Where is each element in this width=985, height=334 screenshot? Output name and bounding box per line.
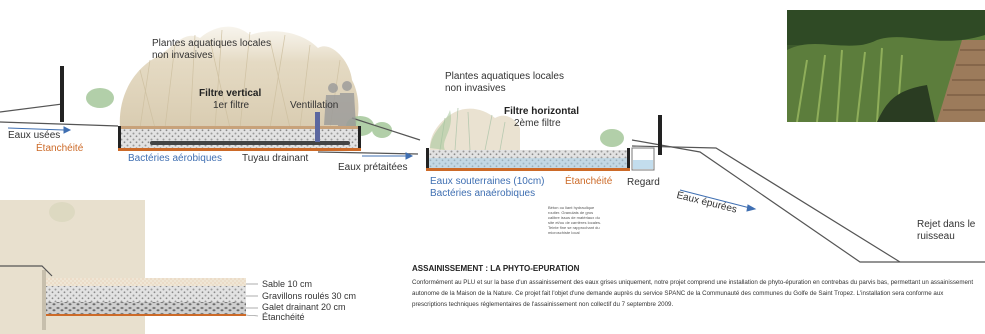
reed-mass-vertical-filter: [119, 26, 359, 129]
text-block-title: ASSAINISSEMENT : LA PHYTO-EPURATION: [412, 264, 580, 273]
people-silhouette: [324, 81, 356, 126]
vertical-filter-subtitle: 1er filtre: [213, 100, 250, 111]
etancheite-label-right: Étanchéité: [565, 176, 613, 187]
bacteries-aerobiques-label: Bactéries aérobiques: [128, 153, 222, 164]
reed-mass-horizontal-filter: [429, 107, 520, 152]
rejet-label: Rejet dans le ruisseau: [917, 219, 976, 242]
garden-photo: [787, 10, 985, 122]
flow-arrows: [7, 126, 757, 212]
tuyau-drainant-label: Tuyau drainant: [242, 153, 309, 164]
horizontal-filter-title: Filtre horizontal: [504, 106, 579, 117]
eaux-usees-label: Eaux usées: [8, 130, 61, 141]
legend-galet: Galet drainant 20 cm: [262, 302, 346, 312]
regard-box: [631, 147, 655, 171]
legend-gravillons: Gravillons roulés 30 cm: [262, 291, 357, 301]
material-note: Béton ou liant hydraulique routier. Gran…: [548, 205, 602, 235]
horizontal-filter-basin: [426, 148, 630, 171]
wall-post: [60, 66, 64, 122]
bacteries-anaerobiques-label: Bactéries anaérobiques: [430, 188, 536, 199]
regard-label: Regard: [627, 177, 660, 188]
text-block-body: Conformément au PLU et sur la base d'un …: [412, 279, 974, 308]
plants-label-right: Plantes aquatiques locales non invasives: [445, 71, 564, 94]
wall-post: [658, 115, 662, 155]
eaux-pretraitees-label: Eaux prétaitées: [338, 162, 408, 173]
legend-sable: Sable 10 cm: [262, 279, 313, 289]
plants-label-left: Plantes aquatiques locales non invasives: [152, 38, 271, 61]
detail-section: [0, 200, 259, 334]
eaux-souterraines-label: Eaux souterraines (10cm): [430, 176, 545, 187]
horizontal-filter-subtitle: 2ème filtre: [514, 118, 561, 129]
vertical-filter-basin: [118, 112, 361, 151]
legend-etancheite: Étanchéité: [262, 312, 305, 322]
vertical-filter-title: Filtre vertical: [199, 88, 262, 99]
etancheite-label-left: Étanchéité: [36, 143, 84, 154]
ventilation-label: Ventillation: [290, 100, 339, 111]
ventilation-pipe: [315, 112, 320, 142]
